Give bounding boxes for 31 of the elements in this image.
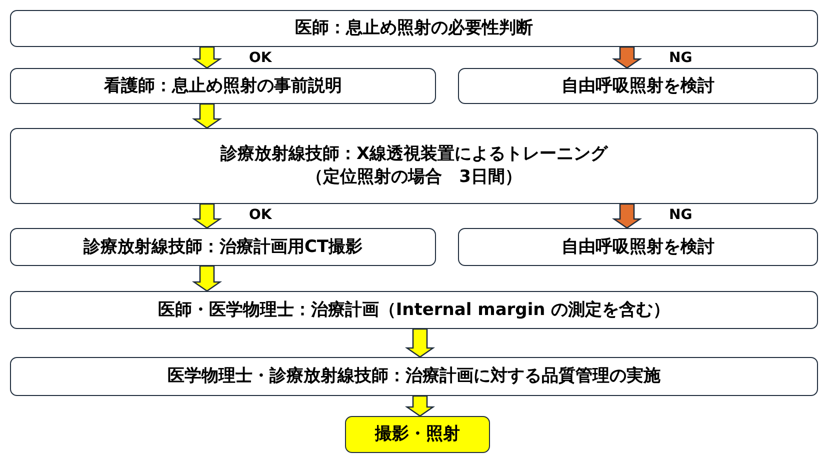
process-box [10, 10, 818, 47]
process-box [10, 228, 436, 266]
process-box [458, 228, 818, 266]
block-arrow [192, 203, 222, 229]
edge-label: NG [667, 51, 694, 65]
process-box [10, 357, 818, 396]
block-arrow [612, 203, 642, 229]
step-text: 撮影・照射 [375, 423, 460, 446]
step-text: 診療放射線技師：X線透視装置によるトレーニング [220, 143, 608, 166]
edge-label: NG [667, 208, 694, 222]
block-arrow [612, 46, 642, 69]
edge-label: OK [247, 51, 274, 65]
block-arrow [192, 103, 222, 129]
step-text: 自由呼吸照射を検討 [562, 74, 714, 98]
step-text: 医師・医学物理士：治療計画（Internal margin の測定を含む） [158, 298, 670, 322]
process-box [10, 128, 818, 204]
block-arrow [192, 46, 222, 69]
process-box [458, 68, 818, 104]
block-arrow [404, 395, 436, 417]
block-arrow [404, 328, 436, 358]
step-text: 自由呼吸照射を検討 [562, 236, 714, 258]
process-box [345, 416, 490, 453]
block-arrow [192, 265, 222, 292]
step-text: 医学物理士・診療放射線技師：治療計画に対する品質管理の実施 [168, 365, 660, 388]
process-box [10, 68, 436, 104]
edge-label: OK [247, 208, 274, 222]
process-box [10, 291, 818, 329]
step-text: 看護師：息止め照射の事前説明 [104, 74, 342, 98]
step-text: 診療放射線技師：治療計画用CT撮影 [83, 236, 363, 258]
step-text: （定位照射の場合 3日間） [306, 166, 522, 189]
step-text: 医師：息止め照射の必要性判断 [295, 17, 533, 40]
